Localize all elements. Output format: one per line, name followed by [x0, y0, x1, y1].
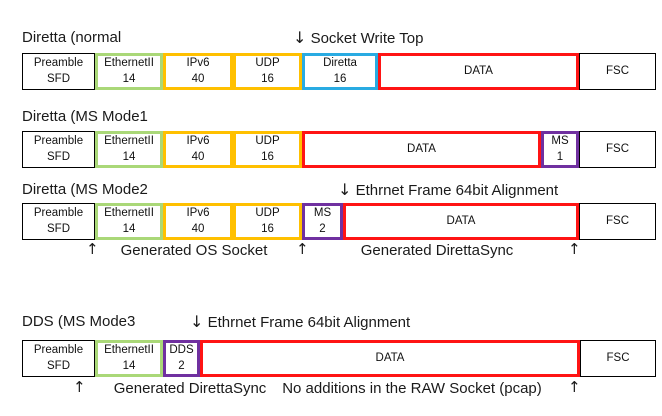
segment-label: DATA: [464, 64, 493, 77]
down-arrow-icon: ↓: [293, 28, 307, 47]
segment-label: EthernetII: [104, 135, 154, 148]
row3-title: Diretta (MS Mode2: [22, 181, 148, 198]
segment-label: MS: [313, 207, 332, 220]
segment-sublabel: 14: [122, 150, 136, 163]
segment-label: FSC: [606, 142, 629, 155]
segment-label: FSC: [606, 64, 629, 77]
segment-sublabel: SFD: [47, 150, 70, 163]
segment-sublabel: 14: [122, 72, 136, 85]
down-arrow-icon: ↓: [338, 180, 352, 199]
segment-label: Preamble: [33, 57, 84, 70]
segment-label: EthernetII: [104, 57, 154, 70]
segment-sublabel: 2: [319, 222, 326, 235]
segment-data: DATA: [343, 203, 579, 240]
segment-data: DATA: [200, 340, 580, 377]
segment-label: MS: [551, 135, 569, 148]
segment-label: Preamble: [33, 135, 84, 148]
segment-label: DDS: [169, 344, 194, 357]
segment-label: UDP: [255, 207, 280, 220]
up-arrow-icon: ↑: [568, 378, 581, 396]
segment-dds: DDS 2: [163, 340, 200, 377]
segment-fsc: FSC: [579, 203, 656, 240]
segment-ethernetii: EthernetII 14: [95, 53, 163, 90]
segment-label: IPv6: [186, 135, 210, 148]
segment-ethernetii: EthernetII 14: [95, 340, 163, 377]
up-arrow-icon: ↑: [73, 378, 86, 396]
segment-sublabel: 1: [556, 150, 564, 163]
segment-udp: UDP 16: [233, 203, 302, 240]
generated-os-socket-label: Generated OS Socket: [120, 242, 268, 259]
segment-udp: UDP 16: [233, 53, 302, 90]
row1-note-text: Socket Write Top: [310, 30, 424, 47]
row4-title: DDS (MS Mode3: [22, 313, 136, 330]
segment-ms1: MS 1: [541, 131, 579, 168]
row2-title: Diretta (MS Mode1: [22, 108, 148, 125]
segment-label: Preamble: [33, 344, 84, 357]
generated-direttasync-label: Generated DirettaSync: [113, 380, 267, 397]
segment-ethernetii: EthernetII 14: [95, 131, 163, 168]
up-arrow-icon: ↑: [86, 240, 99, 258]
segment-label: IPv6: [186, 207, 210, 220]
segment-label: FSC: [606, 214, 629, 227]
segment-label: DATA: [375, 351, 405, 364]
segment-ipv6: IPv6 40: [163, 131, 233, 168]
segment-sublabel: 16: [261, 72, 274, 85]
generated-direttasync-label: Generated DirettaSync: [360, 242, 514, 259]
segment-ethernetii: EthernetII 14: [95, 203, 163, 240]
segment-fsc: FSC: [580, 340, 656, 377]
row1-title: Diretta (normal: [22, 29, 122, 46]
row1-socket-write-top-note: ↓ Socket Write Top: [293, 28, 423, 47]
segment-label: IPv6: [186, 57, 210, 70]
segment-sublabel: 16: [261, 150, 274, 163]
segment-sublabel: SFD: [47, 72, 70, 85]
segment-ipv6: IPv6 40: [163, 53, 233, 90]
segment-udp: UDP 16: [233, 131, 302, 168]
segment-sublabel: 14: [122, 359, 136, 372]
segment-ms2: MS 2: [302, 203, 343, 240]
segment-label: UDP: [255, 57, 280, 70]
segment-fsc: FSC: [579, 131, 656, 168]
segment-sublabel: 40: [191, 222, 205, 235]
no-additions-raw-socket-label: No additions in the RAW Socket (pcap): [282, 380, 542, 397]
segment-diretta: Diretta 16: [302, 53, 378, 90]
segment-sublabel: 16: [333, 72, 347, 85]
segment-label: Diretta: [323, 57, 357, 70]
row4-note-text: Ethrnet Frame 64bit Alignment: [207, 314, 411, 331]
up-arrow-icon: ↑: [568, 240, 581, 258]
segment-fsc: FSC: [579, 53, 656, 90]
segment-data: DATA: [378, 53, 579, 90]
segment-sublabel: SFD: [47, 359, 70, 372]
segment-label: UDP: [255, 135, 280, 148]
segment-sublabel: 16: [261, 222, 274, 235]
segment-label: FSC: [606, 351, 630, 364]
row3-alignment-note: ↓ Ethrnet Frame 64bit Alignment: [338, 180, 558, 199]
segment-sublabel: 14: [122, 222, 136, 235]
segment-label: EthernetII: [104, 344, 154, 357]
down-arrow-icon: ↓: [190, 312, 204, 331]
up-arrow-icon: ↑: [296, 240, 309, 258]
segment-label: Preamble: [33, 207, 84, 220]
segment-sublabel: SFD: [47, 222, 70, 235]
segment-sublabel: 40: [191, 72, 205, 85]
row3-note-text: Ethrnet Frame 64bit Alignment: [355, 182, 559, 199]
segment-sublabel: 40: [191, 150, 205, 163]
segment-sublabel: 2: [178, 359, 185, 372]
row4-alignment-note: ↓ Ethrnet Frame 64bit Alignment: [190, 312, 410, 331]
segment-label: EthernetII: [104, 207, 154, 220]
segment-label: DATA: [407, 142, 436, 155]
segment-label: DATA: [446, 214, 476, 227]
segment-data: DATA: [302, 131, 541, 168]
segment-ipv6: IPv6 40: [163, 203, 233, 240]
